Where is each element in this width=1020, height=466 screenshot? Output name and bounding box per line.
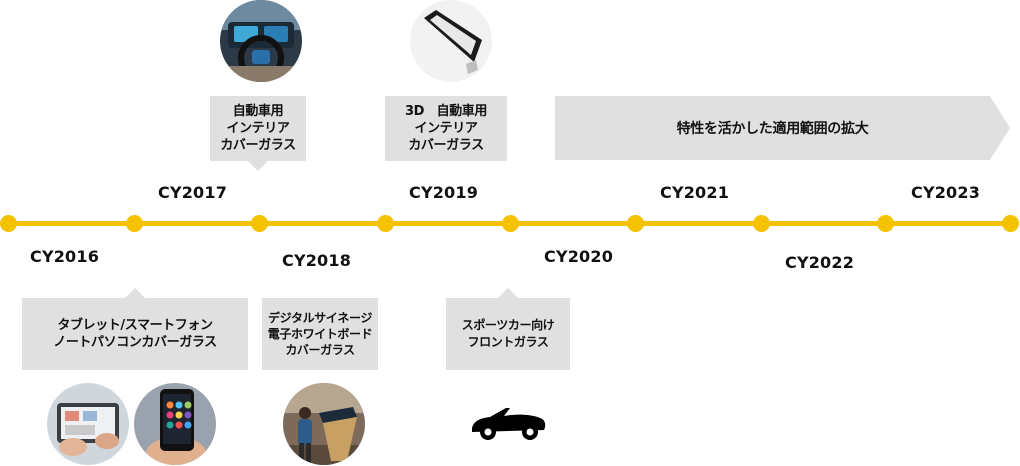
year-label-cy2023: CY2023 <box>911 183 981 202</box>
callout-line: カバーガラス <box>285 343 355 357</box>
callout-line: 3D 自動車用 <box>404 104 488 119</box>
expansion-banner-label: 特性を活かした適用範囲の拡大 <box>676 121 869 137</box>
year-label-cy2022: CY2022 <box>785 253 855 272</box>
callout-line: 自動車用 <box>232 104 284 119</box>
callout-line: インテリア <box>226 121 290 136</box>
timeline-dot-cy2019 <box>377 215 394 232</box>
callout-line: カバーガラス <box>220 138 296 153</box>
callout-sports-car-windshield: スポーツカー向け フロントガラス <box>446 288 570 370</box>
year-label-cy2018: CY2018 <box>282 251 352 270</box>
expansion-banner-arrow <box>555 96 1010 160</box>
year-label-cy2019: CY2019 <box>409 183 479 202</box>
callout-line: インテリア <box>414 121 478 136</box>
smartphone-photo <box>134 383 216 465</box>
curved-glass-panel-photo <box>410 0 492 82</box>
year-label-cy2021: CY2021 <box>660 183 730 202</box>
year-label-cy2020: CY2020 <box>544 247 614 266</box>
callout-line: カバーガラス <box>408 138 484 153</box>
callout-line: デジタルサイネージ <box>268 311 372 325</box>
timeline-dot-cy2018 <box>251 215 268 232</box>
tablet-photo <box>47 383 129 465</box>
timeline-dot-end <box>1002 215 1019 232</box>
callout-line: スポーツカー向け <box>461 318 555 332</box>
callout-automotive-interior-cover-glass: 自動車用 インテリア カバーガラス <box>210 96 306 171</box>
digital-signage-photo <box>283 383 365 465</box>
year-label-cy2017: CY2017 <box>158 183 228 202</box>
callout-3d-automotive-interior-cover-glass: 3D 自動車用 インテリア カバーガラス <box>385 96 507 161</box>
timeline-dot-cy2021 <box>627 215 644 232</box>
callout-line: フロントガラス <box>467 335 549 349</box>
timeline-dot-cy2023 <box>877 215 894 232</box>
callout-line: タブレット/スマートフォン <box>57 318 213 333</box>
timeline-dot-cy2020 <box>502 215 519 232</box>
callout-line: 電子ホワイトボード <box>267 327 373 341</box>
car-dashboard-photo <box>220 0 302 82</box>
timeline-dot-cy2022 <box>753 215 770 232</box>
callout-tablet-smartphone-notebook-cover-glass: タブレット/スマートフォン ノートパソコンカバーガラス <box>22 288 248 370</box>
sports-car-icon <box>466 380 550 464</box>
timeline-dot-cy2016 <box>0 215 17 232</box>
timeline-dot-cy2017 <box>126 215 143 232</box>
callout-line: ノートパソコンカバーガラス <box>53 335 217 350</box>
callout-digital-signage-whiteboard-cover-glass: デジタルサイネージ 電子ホワイトボード カバーガラス <box>262 298 378 370</box>
year-label-cy2016: CY2016 <box>30 247 100 266</box>
